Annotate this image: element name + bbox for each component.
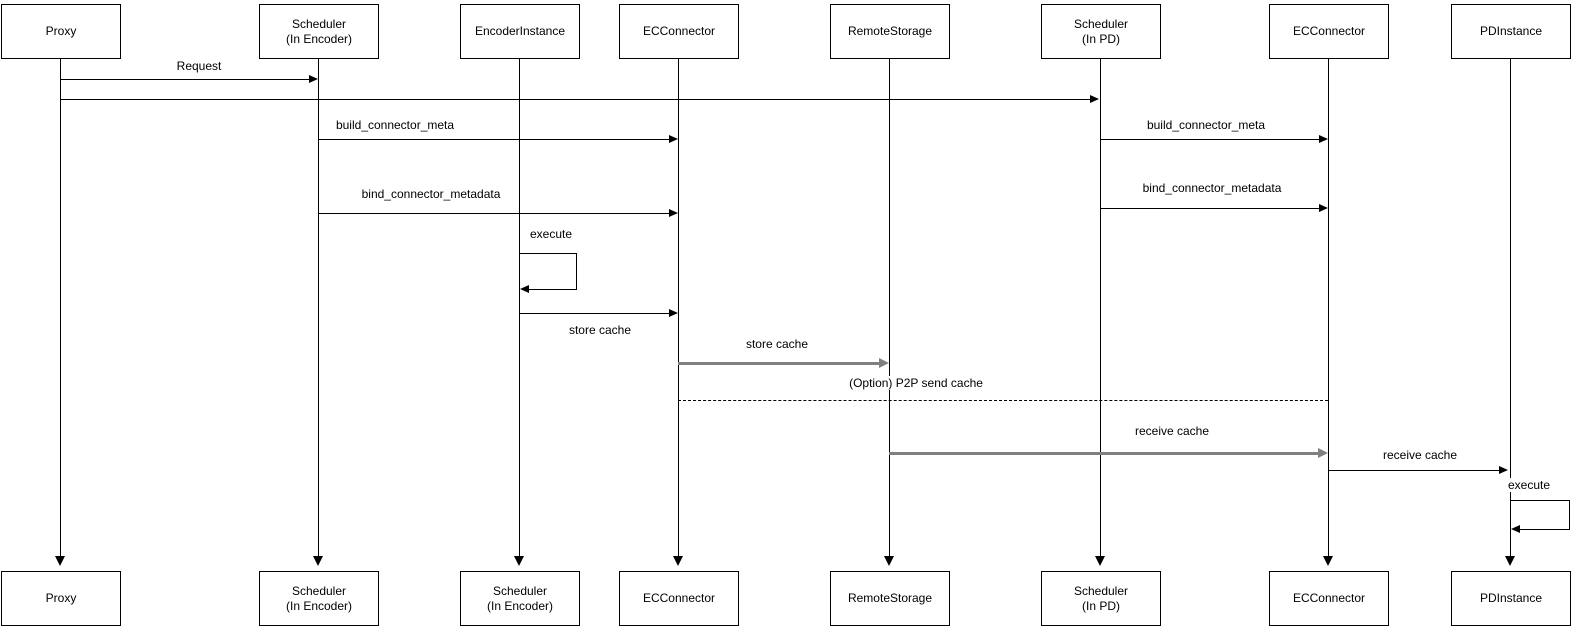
participant-top-scheduler-encoder: Scheduler (In Encoder) xyxy=(259,4,379,59)
message-label-p2p-send-cache: (Option) P2P send cache xyxy=(847,376,985,390)
arrowhead-right-icon xyxy=(1090,95,1099,103)
arrowhead-right-icon xyxy=(669,209,678,217)
participant-label: EncoderInstance xyxy=(474,24,566,38)
arrowhead-right-icon xyxy=(669,135,678,143)
participant-top-ecconnector-right: ECConnector xyxy=(1269,4,1389,59)
message-label-receive-cache-2: receive cache xyxy=(1380,448,1460,462)
participant-top-pdinstance: PDInstance xyxy=(1451,4,1571,59)
participant-bottom-proxy: Proxy xyxy=(1,571,121,626)
self-loop-bottom-segment xyxy=(1520,529,1570,530)
message-label-execute-pd: execute xyxy=(1505,478,1553,492)
lifeline-end-arrow-icon xyxy=(884,556,894,566)
message-label-execute-encoder: execute xyxy=(527,227,575,241)
lifeline-ecconnector-right xyxy=(1328,59,1329,556)
message-label-build-connector-meta-left: build_connector_meta xyxy=(333,118,457,132)
self-loop-top-segment xyxy=(520,253,577,254)
participant-label: Scheduler (In Encoder) xyxy=(486,583,554,613)
participant-bottom-ecconnector-left: ECConnector xyxy=(619,571,739,626)
lifeline-end-arrow-icon xyxy=(673,556,683,566)
participant-label: PDInstance xyxy=(1479,591,1543,605)
participant-label: Scheduler (In Encoder) xyxy=(285,16,353,46)
participant-label: Scheduler (In Encoder) xyxy=(285,583,353,613)
lifeline-ecconnector-left xyxy=(678,59,679,556)
lifeline-remote-storage xyxy=(889,59,890,556)
self-loop-bottom-segment xyxy=(529,289,577,290)
lifeline-end-arrow-icon xyxy=(1095,556,1105,566)
participant-label: Proxy xyxy=(45,591,77,605)
message-line-receive-cache-1 xyxy=(889,452,1318,455)
arrowhead-left-icon xyxy=(520,285,529,293)
message-label-request: Request xyxy=(174,59,224,73)
arrowhead-right-icon xyxy=(1319,204,1328,212)
lifeline-pdinstance xyxy=(1510,59,1511,556)
participant-label: PDInstance xyxy=(1479,24,1543,38)
participant-label: Scheduler (In PD) xyxy=(1073,16,1129,46)
participant-label: ECConnector xyxy=(642,591,716,605)
arrowhead-right-icon xyxy=(1319,135,1328,143)
message-line-receive-cache-2 xyxy=(1328,470,1500,471)
arrowhead-right-icon xyxy=(669,309,678,317)
participant-bottom-remote-storage: RemoteStorage xyxy=(830,571,950,626)
arrowhead-left-icon xyxy=(1511,525,1520,533)
lifeline-end-arrow-icon xyxy=(1505,556,1515,566)
participant-label: Proxy xyxy=(45,24,77,38)
participant-top-ecconnector-left: ECConnector xyxy=(619,4,739,59)
message-line-p2p-send-cache xyxy=(678,400,1328,401)
arrowhead-right-icon xyxy=(1318,448,1328,458)
arrowhead-right-icon xyxy=(1499,466,1508,474)
participant-bottom-scheduler-encoder-2: Scheduler (In Encoder) xyxy=(460,571,580,626)
lifeline-encoder-instance xyxy=(519,59,520,556)
self-loop-right-segment xyxy=(1569,500,1570,530)
participant-bottom-scheduler-encoder: Scheduler (In Encoder) xyxy=(259,571,379,626)
lifeline-scheduler-encoder xyxy=(318,59,319,556)
message-label-bind-connector-metadata-right: bind_connector_metadata xyxy=(1140,181,1284,195)
participant-top-remote-storage: RemoteStorage xyxy=(830,4,950,59)
message-line-build-connector-meta-right xyxy=(1100,139,1319,140)
message-line-bind-connector-metadata-left xyxy=(318,213,669,214)
message-label-receive-cache-1: receive cache xyxy=(1132,424,1212,438)
participant-label: ECConnector xyxy=(1292,24,1366,38)
message-line-store-cache-1 xyxy=(519,313,669,314)
message-line-proxy-to-scheduler-pd xyxy=(60,99,1091,100)
participant-top-proxy: Proxy xyxy=(1,4,121,59)
message-line-build-connector-meta-left xyxy=(318,139,669,140)
participant-bottom-pdinstance: PDInstance xyxy=(1451,571,1571,626)
participant-label: ECConnector xyxy=(642,24,716,38)
message-line-request xyxy=(60,79,310,80)
participant-label: RemoteStorage xyxy=(847,591,933,605)
message-label-store-cache-1: store cache xyxy=(566,323,634,337)
arrowhead-right-icon xyxy=(879,358,889,368)
participant-bottom-scheduler-pd: Scheduler (In PD) xyxy=(1041,571,1161,626)
lifeline-end-arrow-icon xyxy=(1323,556,1333,566)
self-loop-top-segment xyxy=(1511,500,1570,501)
message-line-bind-connector-metadata-right xyxy=(1100,208,1319,209)
participant-bottom-ecconnector-right: ECConnector xyxy=(1269,571,1389,626)
message-label-bind-connector-metadata-left: bind_connector_metadata xyxy=(359,187,503,201)
message-label-store-cache-2: store cache xyxy=(743,337,811,351)
self-loop-right-segment xyxy=(576,253,577,290)
lifeline-proxy xyxy=(60,59,61,556)
arrowhead-right-icon xyxy=(309,75,318,83)
participant-label: ECConnector xyxy=(1292,591,1366,605)
participant-label: Scheduler (In PD) xyxy=(1073,583,1129,613)
lifeline-end-arrow-icon xyxy=(313,556,323,566)
participant-top-scheduler-pd: Scheduler (In PD) xyxy=(1041,4,1161,59)
lifeline-scheduler-pd xyxy=(1100,59,1101,556)
message-line-store-cache-2 xyxy=(678,362,879,365)
lifeline-end-arrow-icon xyxy=(55,556,65,566)
participant-label: RemoteStorage xyxy=(847,24,933,38)
lifeline-end-arrow-icon xyxy=(514,556,524,566)
message-label-build-connector-meta-right: build_connector_meta xyxy=(1144,118,1268,132)
participant-top-encoder-instance: EncoderInstance xyxy=(460,4,580,59)
